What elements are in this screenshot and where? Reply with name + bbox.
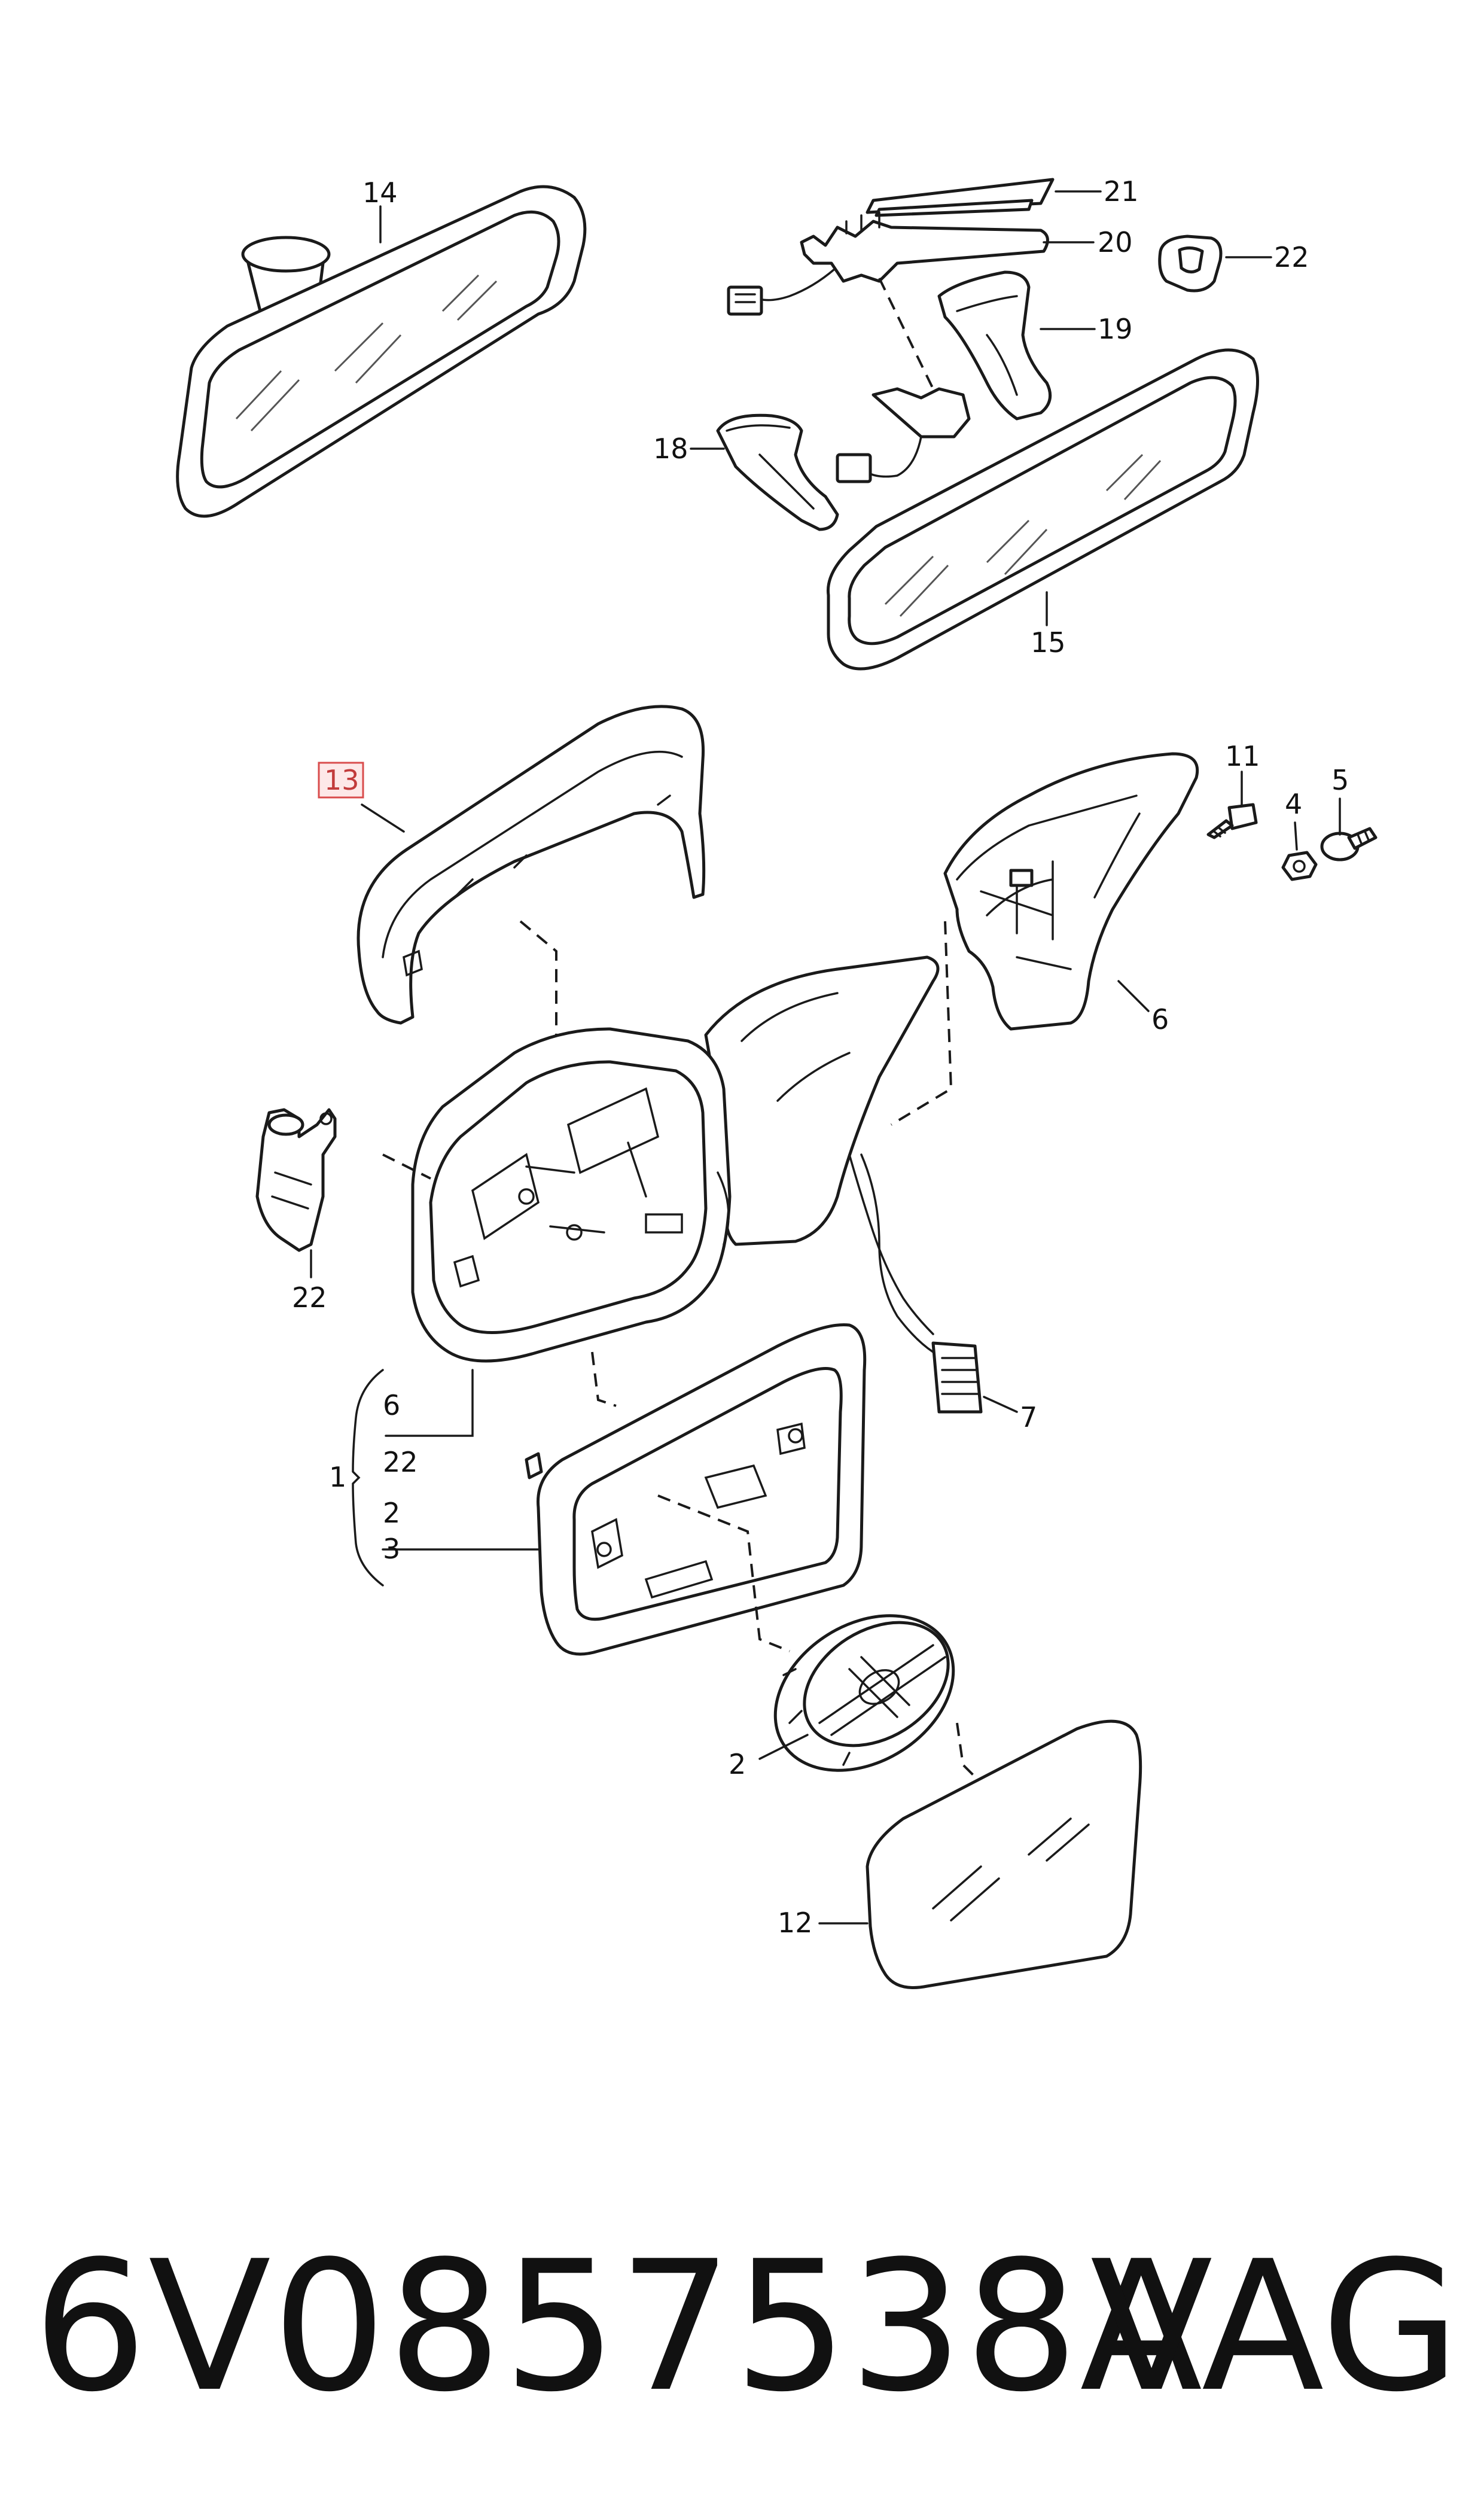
- clip-22-left: [255, 1108, 337, 1252]
- brand-name: VAG: [1090, 2222, 1460, 2431]
- trim-strip-21: [866, 178, 1055, 217]
- label-22-group: 22: [383, 1446, 418, 1478]
- leader-lines: [310, 190, 1341, 1925]
- label-2-group: 2: [383, 1497, 400, 1529]
- clip-22-top: [1158, 235, 1223, 293]
- label-14: 14: [362, 176, 398, 209]
- label-22-left: 22: [292, 1281, 327, 1314]
- mirror-frame-3: [525, 1323, 867, 1656]
- cover-18: [716, 278, 934, 531]
- label-12: 12: [778, 1907, 813, 1939]
- label-22-top: 22: [1274, 241, 1309, 273]
- part-number: 6V0857538A: [33, 2222, 1204, 2431]
- cover-19: [937, 270, 1052, 421]
- label-4: 4: [1285, 788, 1302, 820]
- mirror-cap-13: [356, 705, 706, 1053]
- actuator-2: [773, 1614, 982, 1784]
- interior-mirror-15: [826, 348, 1259, 671]
- nut-4: [1281, 851, 1318, 881]
- screw-11: [1206, 803, 1258, 839]
- parts-diagram: 14 21 20 22 19 18 15 13 11 4 5 6 22 7 6 …: [176, 175, 1378, 1989]
- bolt-5: [1320, 827, 1378, 861]
- label-5: 5: [1331, 764, 1349, 796]
- connector-7: [860, 1153, 983, 1414]
- base-cover-6: [890, 752, 1199, 1126]
- interior-mirror-14: [176, 185, 587, 518]
- bracket-20: [727, 211, 1049, 316]
- callout-labels: 14 21 20 22 19 18 15 13 11 4 5 6 22 7 6 …: [292, 175, 1349, 1939]
- label-13-box: [318, 762, 364, 799]
- label-15: 15: [1031, 626, 1066, 659]
- mirror-housing: [382, 955, 940, 1407]
- label-7: 7: [1020, 1401, 1037, 1433]
- label-2: 2: [729, 1748, 746, 1780]
- label-20: 20: [1098, 226, 1133, 258]
- label-6-group: 6: [383, 1389, 400, 1421]
- label-3: 3: [383, 1533, 400, 1565]
- label-18: 18: [653, 433, 688, 465]
- label-1: 1: [329, 1461, 346, 1493]
- label-21: 21: [1104, 175, 1139, 208]
- label-13: 13: [324, 764, 359, 796]
- label-19: 19: [1098, 313, 1133, 345]
- label-13-highlight: 13: [318, 762, 364, 799]
- label-6-right: 6: [1151, 1003, 1169, 1036]
- label-11: 11: [1225, 740, 1260, 772]
- mirror-glass-12: [866, 1719, 1142, 1989]
